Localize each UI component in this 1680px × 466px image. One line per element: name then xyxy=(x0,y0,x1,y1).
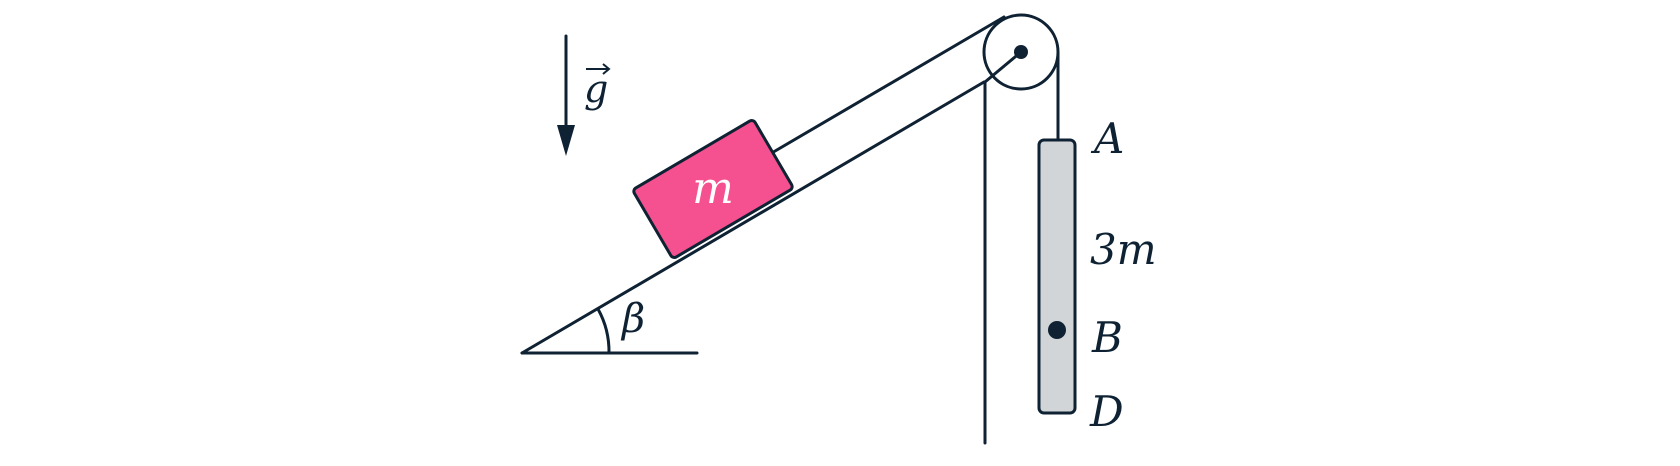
rod-center-point xyxy=(1048,321,1066,339)
rod xyxy=(1037,138,1077,415)
rod-center-label: B xyxy=(1091,313,1123,362)
pulley-axle xyxy=(1014,45,1028,59)
block-body xyxy=(632,119,794,259)
gravity-label: g xyxy=(584,67,608,111)
string-incline xyxy=(768,15,1006,156)
angle-arc xyxy=(596,308,611,354)
gravity-arrow-head xyxy=(557,125,575,156)
incline-surface xyxy=(520,80,986,355)
gravity-arrow xyxy=(557,34,575,156)
pulley xyxy=(982,13,1060,91)
block xyxy=(632,119,794,259)
rod-top-label: A xyxy=(1090,114,1124,163)
gravity-vector-label: g xyxy=(584,63,611,111)
rod-bottom-label: D xyxy=(1089,387,1124,436)
pulley-bracket xyxy=(983,50,1023,84)
angle-label: β xyxy=(620,296,645,342)
vector-arrow-over-g-head xyxy=(602,63,611,75)
rod-mass-label: 3m xyxy=(1090,225,1157,274)
block-mass-label: m xyxy=(692,163,734,214)
